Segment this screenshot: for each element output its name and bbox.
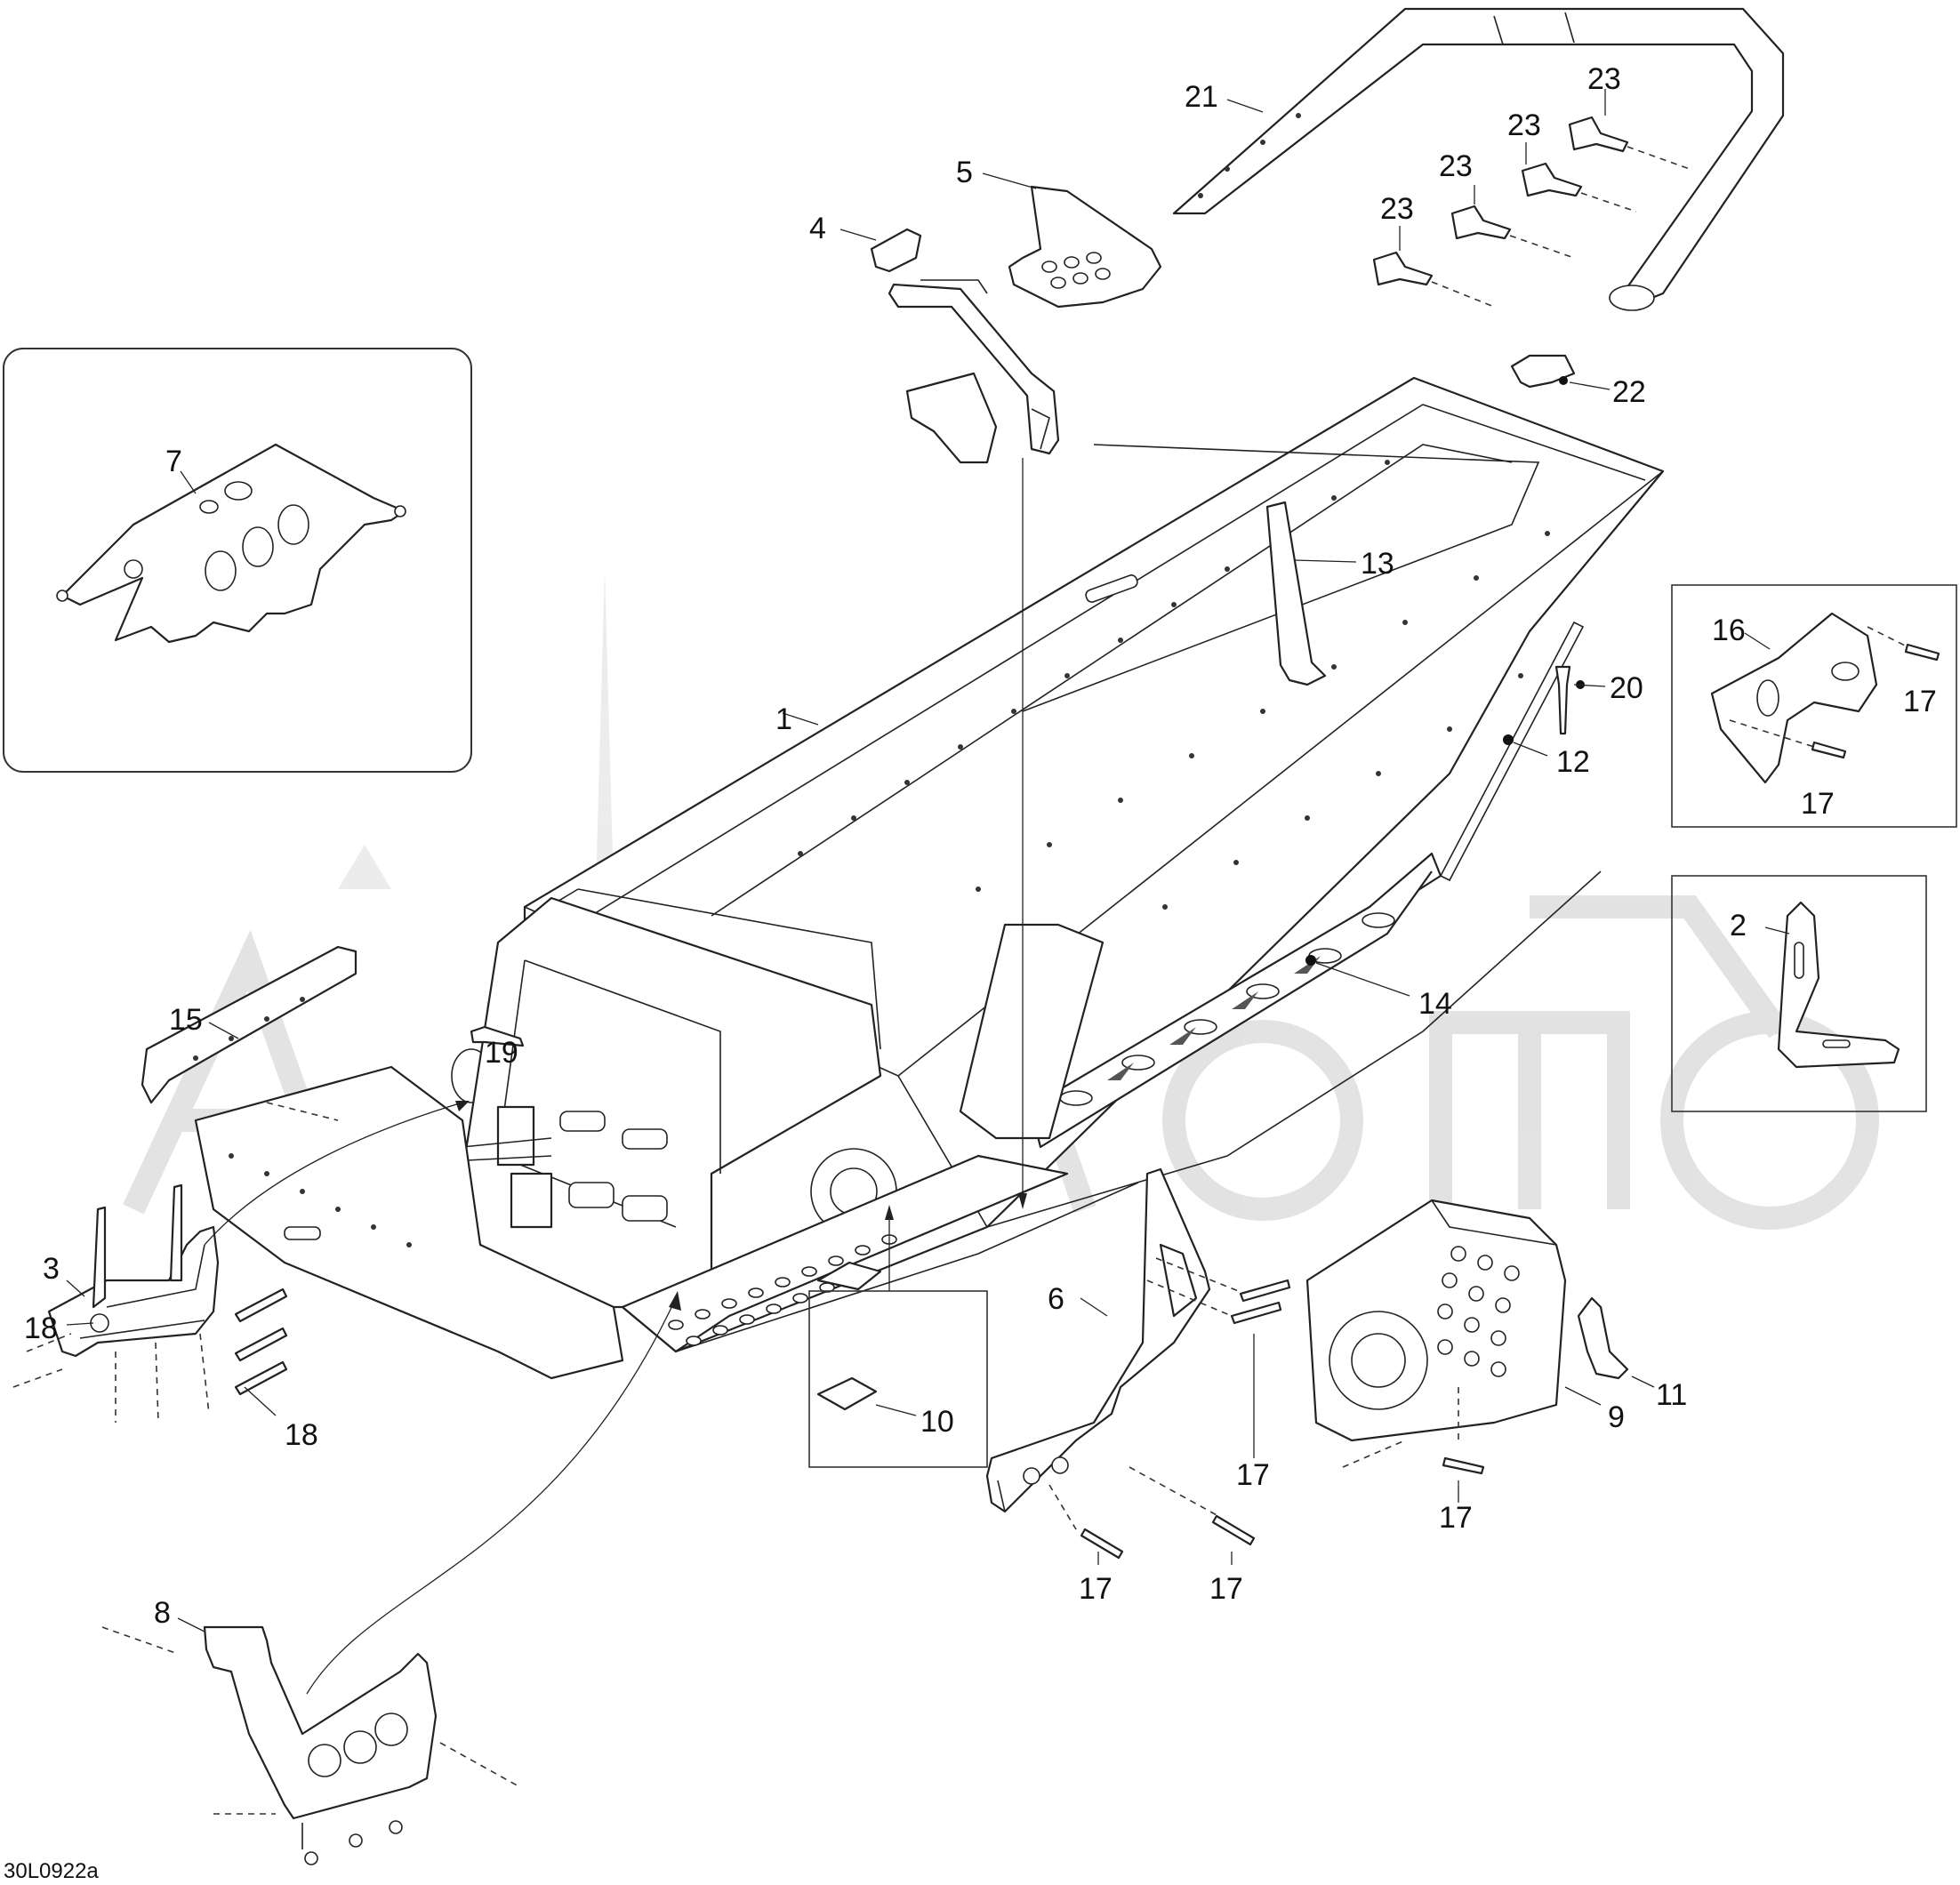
callout-12: 12 [1556,745,1590,779]
part-12-edge-strip: 12 [1439,621,1590,882]
callout-6: 6 [1048,1282,1064,1316]
callout-17c: 17 [1209,1572,1243,1606]
callout-23c: 23 [1439,149,1473,183]
part-17-rivets-set-a: 17 17 17 [1079,1279,1291,1606]
callout-17b: 17 [1079,1572,1113,1606]
front-lower-frame [194,1065,624,1380]
callout-15: 15 [169,1003,203,1037]
callout-10: 10 [920,1405,954,1439]
callout-7: 7 [165,445,182,478]
callout-18b: 18 [285,1418,318,1452]
callout-18a: 18 [24,1311,58,1345]
center-cover-panel [959,923,1105,1140]
callout-21: 21 [1185,80,1218,114]
part-15-bracket: 15 [141,945,357,1121]
part-9-rear-plate: 9 [1305,1199,1625,1468]
callout-16: 16 [1712,614,1746,647]
callout-17d: 17 [1439,1501,1473,1535]
callout-3: 3 [43,1252,60,1286]
part-20-rivet: 20 [1554,665,1643,735]
callout-8: 8 [154,1596,171,1630]
part-4-support-bracket: 4 [809,212,1060,464]
part-7-skid-plate [60,443,406,644]
callout-2: 2 [1730,909,1747,942]
part-21-rear-bumper: 21 [1172,7,1785,311]
callout-17e: 17 [1903,685,1937,718]
part-6-side-plate: 6 [985,1167,1246,1530]
callout-1: 1 [775,702,792,736]
part-19-rivet: 19 [470,1025,525,1070]
callout-13: 13 [1361,547,1394,581]
callout-19: 19 [485,1036,518,1070]
callout-22: 22 [1612,375,1646,409]
inset-box-part-10: 10 [808,1205,988,1468]
running-board [621,1154,1069,1353]
part-17-rivet-b: 17 [1439,1456,1485,1535]
drawing-code: 30L0922a [4,1859,99,1883]
callout-4: 4 [809,212,826,245]
callout-17f: 17 [1801,787,1835,821]
callout-11: 11 [1656,1378,1687,1412]
inset-box-part-7: 7 [3,348,472,773]
callout-23d: 23 [1380,192,1414,226]
assembly-leader-3 [204,1102,463,1246]
front-bulkhead [382,896,882,1309]
callout-17a: 17 [1236,1458,1270,1492]
part-23-bolts: 23 23 23 23 [1372,62,1691,308]
part-13-post: 13 [1265,501,1394,686]
callout-23a: 23 [1587,62,1621,96]
callout-20: 20 [1610,671,1643,705]
part-18-rivets: 18 18 [24,1183,318,1452]
inset-box-part-16: 16 17 17 [1671,584,1957,828]
callout-14: 14 [1418,987,1452,1021]
part-22-clip: 22 [1510,354,1646,409]
callout-5: 5 [956,156,973,189]
part-8-bracket: 8 [101,1291,681,1865]
callout-9: 9 [1608,1400,1625,1434]
part-11-bracket: 11 [1577,1296,1687,1412]
part-5-plate: 5 [956,156,1162,309]
inset-box-part-2: 2 [1671,875,1927,1112]
callout-23b: 23 [1507,108,1541,142]
